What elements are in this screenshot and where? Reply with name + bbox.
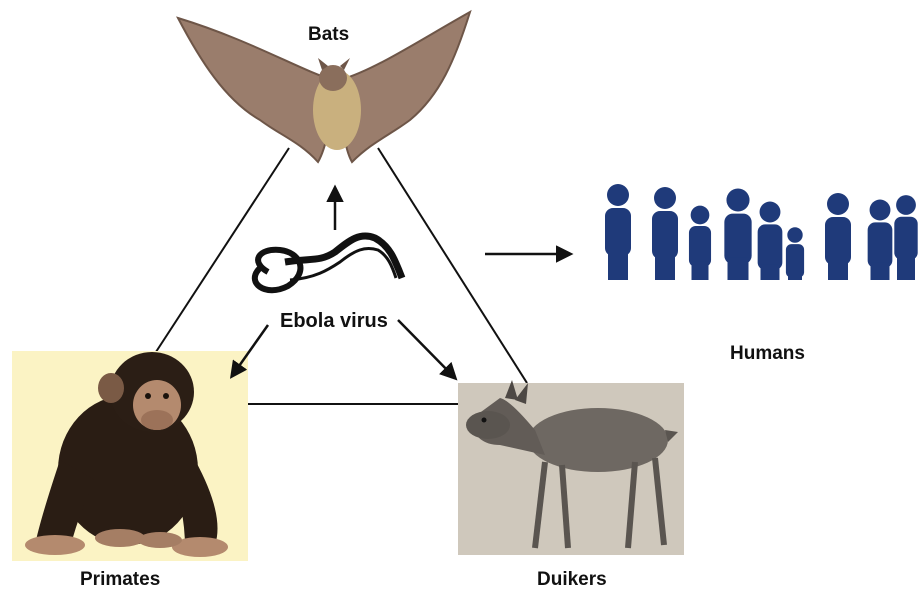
person-body — [825, 217, 851, 265]
virus-icon — [255, 236, 402, 290]
person-legs — [828, 259, 848, 280]
person-head — [691, 206, 710, 225]
primates-label: Primates — [80, 569, 160, 591]
person-body — [652, 211, 678, 259]
person-legs — [728, 258, 749, 280]
person-head — [870, 200, 891, 221]
person-legs — [761, 264, 780, 280]
person-head — [654, 187, 676, 209]
humans-label: Humans — [730, 343, 805, 365]
person-body — [786, 244, 804, 278]
bats-label: Bats — [308, 24, 349, 46]
person-head — [760, 202, 781, 223]
person-head — [787, 227, 802, 242]
person-legs — [692, 262, 709, 280]
person-head — [827, 193, 849, 215]
person-legs — [871, 262, 890, 280]
person-body — [689, 226, 711, 267]
virus-label: Ebola virus — [280, 310, 388, 333]
people-group-icon — [605, 184, 918, 280]
person-legs — [788, 274, 802, 281]
person-legs — [897, 255, 915, 281]
duikers-label: Duikers — [537, 569, 607, 591]
person-legs — [655, 253, 675, 280]
person-head — [607, 184, 629, 206]
person-head — [726, 188, 749, 211]
virus-to-duikers-arrow — [398, 320, 455, 378]
virus-to-primates-arrow — [232, 325, 268, 376]
person-body — [868, 222, 893, 268]
person-legs — [608, 250, 628, 280]
person-body — [724, 214, 751, 264]
person-body — [758, 224, 783, 270]
person-body — [605, 208, 631, 256]
person-head — [896, 195, 916, 215]
person-body — [894, 217, 917, 260]
